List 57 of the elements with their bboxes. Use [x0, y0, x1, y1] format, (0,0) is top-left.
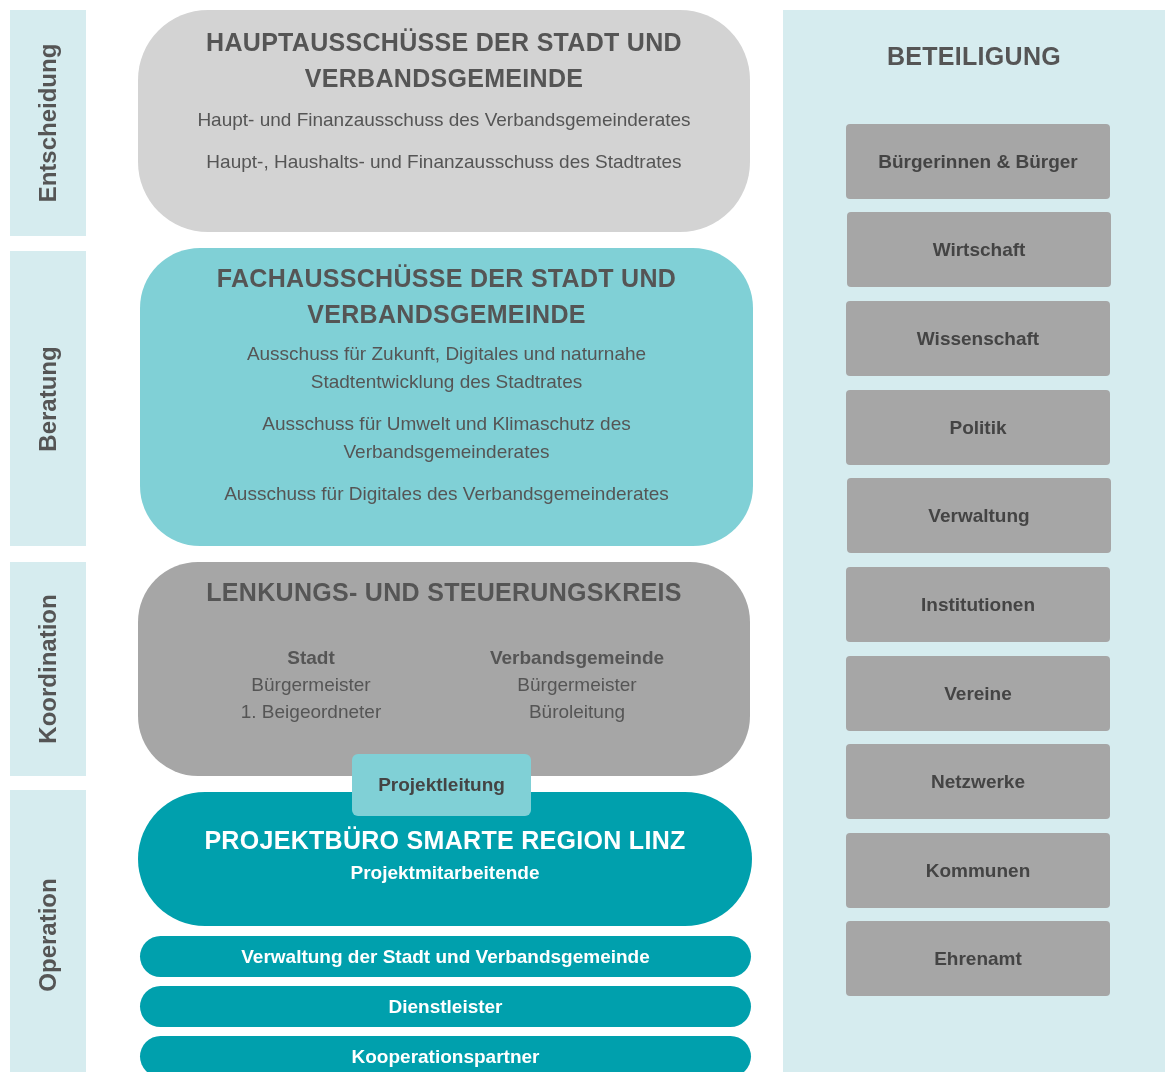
phase-band — [10, 562, 86, 776]
subheading: Projektmitarbeitende — [350, 862, 540, 884]
unit-pill — [140, 986, 751, 1027]
stakeholder-box — [846, 567, 1110, 642]
steering-box — [138, 562, 750, 776]
box-label: Projektleitung — [378, 774, 505, 796]
phase-label: Operation — [34, 878, 62, 992]
box-label: Politik — [949, 416, 1007, 439]
role-name: 1. Beigeordneter — [239, 700, 383, 724]
stakeholder-box — [846, 301, 1110, 376]
phase-band — [10, 10, 86, 236]
box-label: Wissenschaft — [916, 327, 1040, 350]
box-label: Bürgerinnen & Bürger — [878, 150, 1078, 173]
stakeholder-box — [847, 212, 1111, 287]
unit-label: Dienstleister — [388, 995, 503, 1018]
heading: PROJEKTBÜRO SMARTE REGION LINZ — [204, 825, 686, 856]
committee-name: Ausschuss für Zukunft, Digitales und naturnahe Stadtentwicklung des Stadtrates — [245, 342, 648, 394]
box-label: Ehrenamt — [934, 947, 1022, 970]
stakeholder-box — [846, 921, 1110, 996]
heading: FACHAUSSCHÜSSE DER STADT UND VERBANDSGEMEINDE — [215, 263, 678, 330]
committee-name: Ausschuss für Umwelt und Klimaschutz des Verbandsgemeinderates — [261, 412, 632, 464]
heading: HAUPTAUSSCHÜSSE DER STADT UND VERBANDSGEMEINDE — [205, 27, 683, 94]
box-label: Netzwerke — [931, 770, 1025, 793]
participation-panel — [783, 10, 1165, 1072]
committee-box — [138, 10, 750, 232]
box-label: Verwaltung — [928, 504, 1030, 527]
heading: BETEILIGUNG — [886, 41, 1062, 72]
box-label: Vereine — [944, 682, 1012, 705]
unit-label: Verwaltung der Stadt und Verbandsgemeinde — [241, 945, 650, 968]
tab-box — [352, 754, 531, 816]
stakeholder-box — [846, 390, 1110, 465]
role-name: Bürgermeister — [250, 673, 372, 697]
heading: LENKUNGS- UND STEUERUNGSKREIS — [206, 577, 682, 608]
phase-band — [10, 790, 86, 1072]
committee-name: Haupt- und Finanzausschuss des Verbandsgemeinderates — [197, 108, 691, 132]
box-label: Institutionen — [921, 593, 1035, 616]
committee-name: Haupt-, Haushalts- und Finanzausschuss des Stadtrates — [206, 150, 682, 174]
unit-label: Kooperationspartner — [351, 1045, 540, 1068]
column-heading: Verbandsgemeinde — [488, 646, 666, 670]
unit-pill — [140, 1036, 751, 1072]
phase-label: Koordination — [34, 594, 62, 744]
committee-name: Ausschuss für Digitales des Verbandsgemeinderates — [224, 482, 669, 506]
stakeholder-box — [846, 124, 1110, 199]
role-name: Büroleitung — [527, 700, 627, 724]
unit-pill — [140, 936, 751, 977]
stakeholder-box — [846, 833, 1110, 908]
box-label: Wirtschaft — [932, 238, 1026, 261]
phase-label: Beratung — [34, 345, 62, 452]
phase-label: Entscheidung — [34, 43, 62, 203]
stakeholder-box — [847, 478, 1111, 553]
stakeholder-box — [846, 656, 1110, 731]
stakeholder-box — [846, 744, 1110, 819]
column-heading: Stadt — [286, 646, 336, 670]
role-name: Bürgermeister — [516, 673, 638, 697]
box-label: Kommunen — [925, 859, 1031, 882]
phase-band — [10, 251, 86, 546]
committee-box — [140, 248, 753, 546]
